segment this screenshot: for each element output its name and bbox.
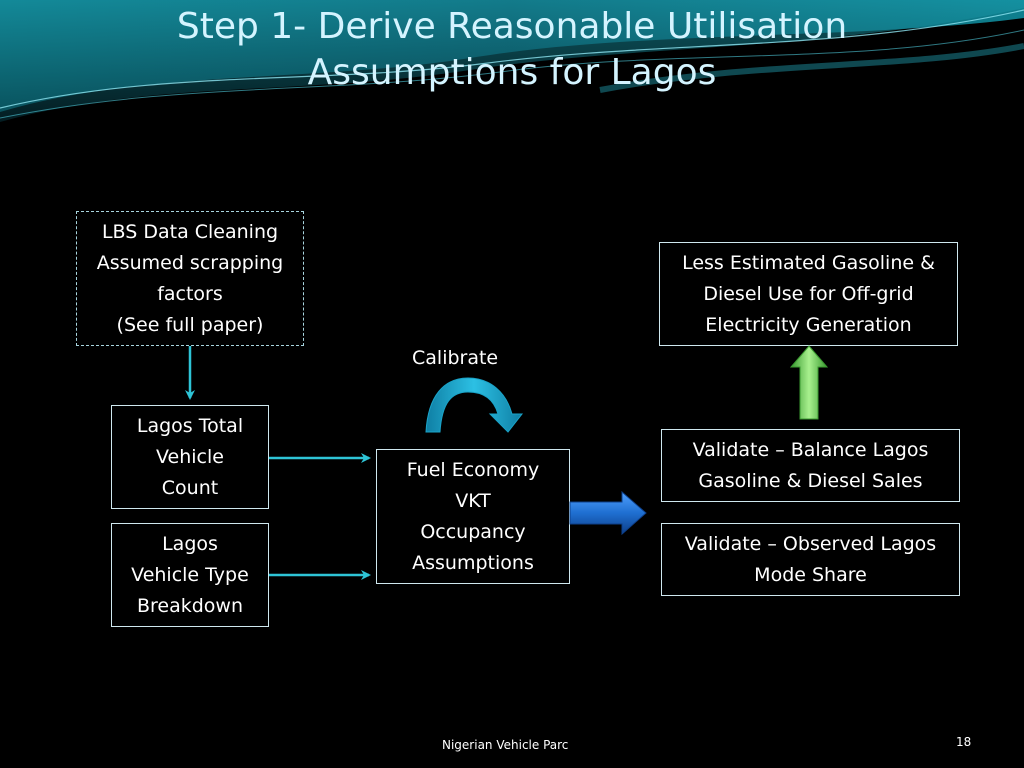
box-line: LBS Data Cleaning — [101, 220, 279, 243]
slide-title-line1: Step 1- Derive Reasonable Utilisation — [176, 6, 848, 47]
calibrate-curved-arrow-icon — [425, 377, 524, 433]
box-line: Mode Share — [754, 563, 867, 586]
lbs-data-cleaning-box: LBS Data Cleaning Assumed scrapping fact… — [76, 211, 304, 346]
lagos-vehicle-type-breakdown-box: Lagos Vehicle Type Breakdown — [111, 523, 269, 627]
box-line: Vehicle — [156, 445, 224, 468]
box-line: Validate – Observed Lagos — [684, 532, 937, 555]
box-line: Vehicle Type — [131, 563, 249, 586]
box-line: Lagos — [162, 532, 218, 555]
box-line: Electricity Generation — [705, 313, 912, 336]
box-line: Assumptions — [412, 551, 534, 574]
box-line: Validate – Balance Lagos — [692, 438, 929, 461]
title-banner-wave — [0, 0, 1024, 140]
box-line: Count — [161, 476, 219, 499]
box-line: Fuel Economy — [406, 458, 540, 481]
slide-title-line2: Assumptions for Lagos — [307, 52, 717, 93]
blue-block-arrow-icon — [569, 490, 647, 536]
calibrate-label: Calibrate — [412, 347, 499, 369]
green-up-arrow-icon — [789, 345, 829, 420]
box-line: Occupancy — [420, 520, 526, 543]
box-line: factors — [157, 282, 223, 305]
box-line: Assumed scrapping — [96, 251, 284, 274]
box-line: Less Estimated Gasoline & — [682, 251, 935, 274]
lagos-total-vehicle-count-box: Lagos Total Vehicle Count — [111, 405, 269, 509]
box-line: Breakdown — [136, 594, 244, 617]
box-line: Diesel Use for Off-grid — [703, 282, 914, 305]
validate-mode-share-box: Validate – Observed Lagos Mode Share — [661, 523, 960, 596]
page-number: 18 — [956, 735, 972, 749]
slide-title: Step 1- Derive Reasonable Utilisation As… — [0, 4, 1024, 96]
fuel-economy-assumptions-box: Fuel Economy VKT Occupancy Assumptions — [376, 449, 570, 584]
box-line: (See full paper) — [116, 313, 264, 336]
footer-text: Nigerian Vehicle Parc — [442, 738, 569, 752]
box-line: VKT — [455, 489, 491, 512]
box-line: Lagos Total — [136, 414, 244, 437]
validate-balance-box: Validate – Balance Lagos Gasoline & Dies… — [661, 429, 960, 502]
box-line: Gasoline & Diesel Sales — [698, 469, 923, 492]
less-estimated-gasoline-box: Less Estimated Gasoline & Diesel Use for… — [659, 242, 958, 346]
